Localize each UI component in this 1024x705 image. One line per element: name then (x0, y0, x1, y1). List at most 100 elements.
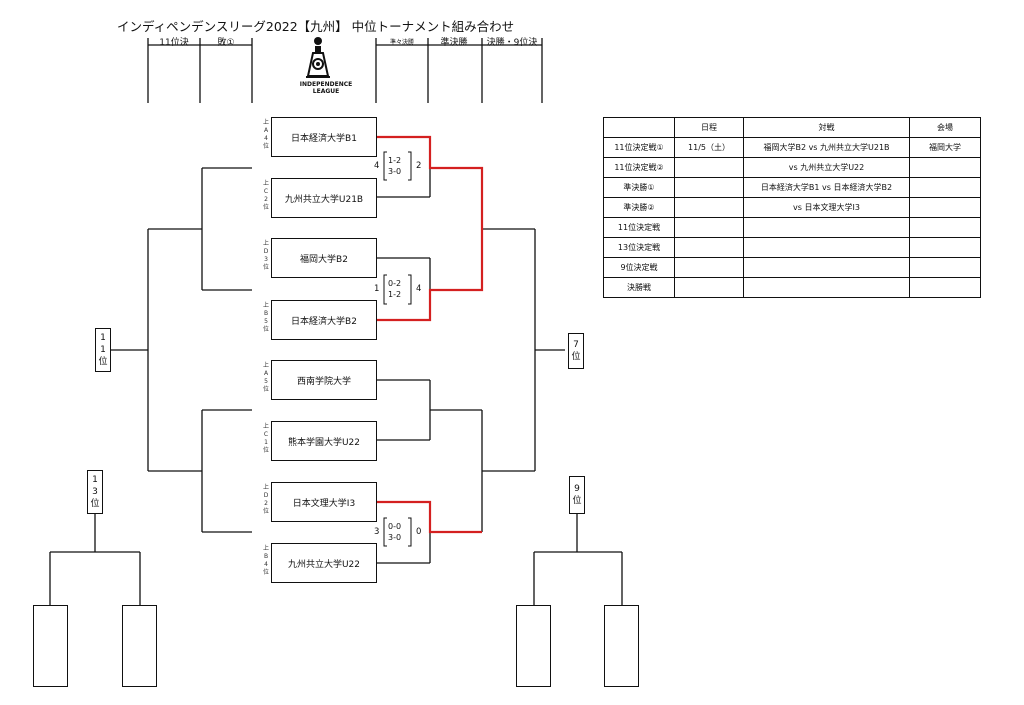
match-1-left-score: 4 (374, 161, 380, 171)
seed-char: 位 (262, 508, 269, 515)
seed-char: 位 (262, 264, 269, 271)
table-cell (909, 237, 981, 258)
team-box-3: 福岡大学B2 (271, 238, 377, 278)
seed-char: 位 (262, 447, 269, 454)
placement-9th: 9 位 (569, 476, 585, 514)
set-score: 3-0 (388, 167, 402, 176)
seed-char: 2 (264, 196, 268, 203)
seed-char: 1 (264, 439, 268, 446)
schedule-header-cell (603, 117, 675, 138)
placement-char: 位 (572, 496, 582, 506)
seed-char: C (263, 431, 269, 438)
table-cell: 福岡大学 (909, 137, 981, 158)
match-1-sets: 1-2 3-0 (388, 155, 401, 177)
seed-char: 位 (262, 569, 269, 576)
seed-char: 5 (264, 318, 268, 325)
seed-char: 3 (264, 256, 268, 263)
seed-char: 上 (262, 423, 269, 430)
placement-char: 1 (100, 333, 106, 343)
schedule-header-cell: 日程 (674, 117, 744, 138)
table-cell: 決勝戦 (603, 277, 675, 298)
match-3-sets: 0-0 3-0 (388, 521, 401, 543)
table-row: 11位決定戦 (603, 217, 981, 238)
seed-char: 上 (262, 362, 269, 369)
page-title: インディペンデンスリーグ2022【九州】 中位トーナメント組み合わせ (117, 19, 515, 34)
team-box-6: 熊本学園大学U22 (271, 421, 377, 461)
table-cell: 11位決定戦 (603, 217, 675, 238)
placement-char: 7 (573, 340, 579, 350)
match-2-right-score: 4 (416, 284, 422, 294)
seed-char: 上 (262, 119, 269, 126)
set-score: 0-0 (388, 522, 402, 531)
team-box-2: 九州共立大学U21B (271, 178, 377, 218)
table-cell: 9位決定戦 (603, 257, 675, 278)
table-cell (743, 257, 910, 278)
table-cell: 福岡大学B2 vs 九州共立大学U21B (743, 137, 910, 158)
table-cell (743, 277, 910, 298)
table-row: 準決勝② vs 日本文理大学I3 (603, 197, 981, 218)
seed-char: 2 (264, 500, 268, 507)
table-row: 9位決定戦 (603, 257, 981, 278)
match-1-right-score: 2 (416, 161, 422, 171)
set-score: 0-2 (388, 279, 402, 288)
schedule-header-row: 日程 対戦 会場 (603, 117, 981, 138)
table-cell (909, 157, 981, 178)
table-cell: 日本経済大学B1 vs 日本経済大学B2 (743, 177, 910, 198)
placement-char: 1 (100, 345, 106, 355)
table-cell: 準決勝② (603, 197, 675, 218)
placement-char: 3 (92, 487, 98, 497)
placement-char: 1 (92, 475, 98, 485)
table-cell: 11位決定戦② (603, 157, 675, 178)
placement-7th: 7 位 (568, 333, 584, 369)
placement-char: 9 (574, 484, 580, 494)
seed-char: 上 (262, 545, 269, 552)
team-box-5: 西南学院大学 (271, 360, 377, 400)
table-cell: vs 九州共立大学U22 (743, 157, 910, 178)
team-box-4: 日本経済大学B2 (271, 300, 377, 340)
table-row: 11位決定戦② vs 九州共立大学U22 (603, 157, 981, 178)
table-cell (909, 177, 981, 198)
schedule-header-cell: 会場 (909, 117, 981, 138)
table-cell (674, 237, 744, 258)
team-box-7: 日本文理大学I3 (271, 482, 377, 522)
seed-char: 4 (264, 135, 268, 142)
table-cell (909, 197, 981, 218)
table-cell (674, 217, 744, 238)
table-cell (674, 177, 744, 198)
placement-char: 位 (98, 357, 108, 367)
empty-team-box-13th-b (122, 605, 157, 687)
table-cell: vs 日本文理大学I3 (743, 197, 910, 218)
header-quarterfinal: 準々決勝 (389, 39, 414, 46)
placement-11th: 1 1 位 (95, 328, 111, 372)
logo-text-line2: LEAGUE (312, 88, 340, 95)
seed-char: B (263, 553, 269, 560)
league-logo-text: INDEPENDENCE LEAGUE (294, 81, 358, 95)
seed-char: 上 (262, 302, 269, 309)
table-cell (674, 197, 744, 218)
seed-char: 4 (264, 561, 268, 568)
set-score: 1-2 (388, 290, 402, 299)
seed-char: 位 (262, 326, 269, 333)
league-logo (304, 36, 332, 80)
empty-team-box-9th-a (516, 605, 551, 687)
table-cell: 13位決定戦 (603, 237, 675, 258)
seed-char: A (263, 127, 269, 134)
table-cell (743, 217, 910, 238)
match-3-left-score: 3 (374, 527, 380, 537)
seed-char: A (263, 370, 269, 377)
seed-char: 位 (262, 386, 269, 393)
empty-team-box-13th-a (33, 605, 68, 687)
table-cell: 11/5（土） (674, 137, 744, 158)
empty-team-box-9th-b (604, 605, 639, 687)
team-box-8: 九州共立大学U22 (271, 543, 377, 583)
seed-char: 5 (264, 378, 268, 385)
team-box-1: 日本経済大学B1 (271, 117, 377, 157)
match-3-right-score: 0 (416, 527, 422, 537)
